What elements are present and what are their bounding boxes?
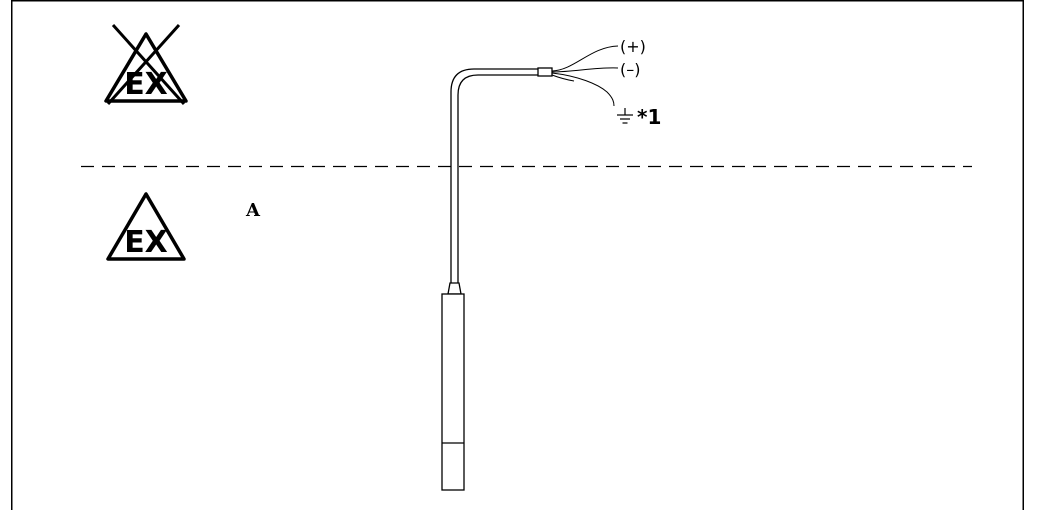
cable-wires [551,45,619,107]
non-ex-area-icon: EX [104,23,188,106]
cable-end-sleeve [537,67,553,77]
diagram-frame [11,0,1024,510]
probe-housing [441,293,465,491]
cable-inner-edge [457,74,538,283]
ex-symbol-text: EX [124,225,168,260]
probe-neck [447,282,462,295]
wire-positive-label: (+) [620,37,646,56]
ex-area-icon: EX [106,192,186,261]
non-ex-cross-line-2 [106,23,181,106]
wire-shield [551,74,575,82]
ex-triangle [106,192,186,261]
cable-outer-edge [450,68,538,283]
region-label-a: A [245,200,261,221]
wire-negative-label: (–) [620,60,640,79]
wire-ground [551,72,615,107]
non-ex-symbol-text: EX [124,67,168,102]
probe-cable [450,68,538,283]
non-ex-cross-line-1 [111,23,186,106]
ground-footnote-marker: *1 [637,105,661,129]
non-ex-triangle [104,32,188,103]
wire-positive [551,45,619,72]
ground-icon [617,108,633,124]
probe-body [441,282,465,491]
wire-negative [551,67,619,73]
